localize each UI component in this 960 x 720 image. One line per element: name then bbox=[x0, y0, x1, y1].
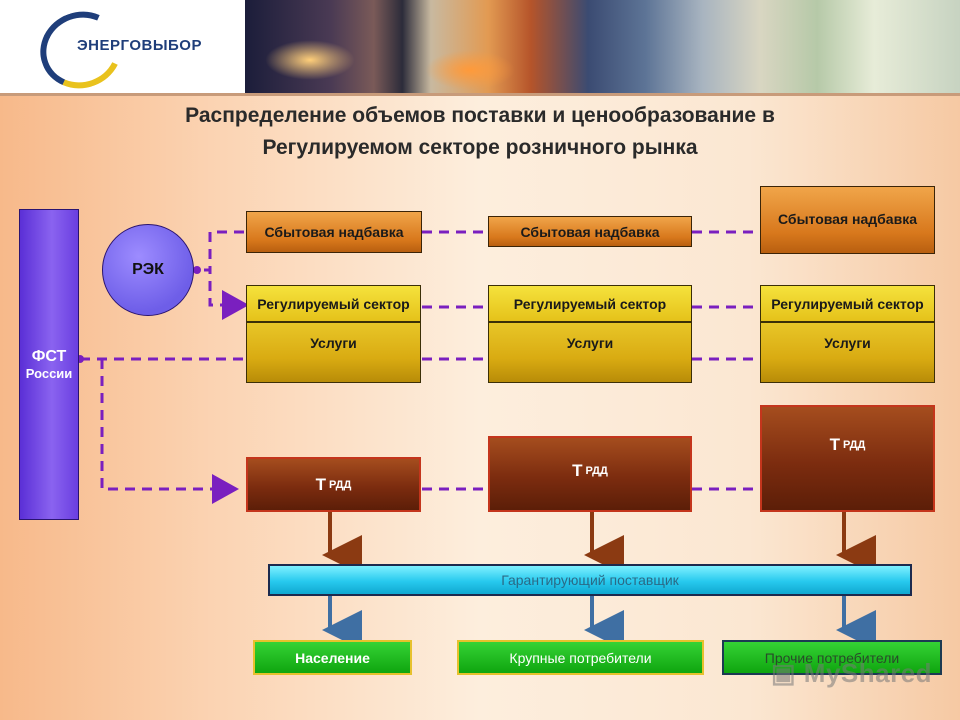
services-box-1: Услуги bbox=[246, 322, 421, 383]
regsector-box-2: Регулируемый сектор bbox=[488, 285, 692, 322]
banner-photo-collage bbox=[245, 0, 960, 93]
services-box-2: Услуги bbox=[488, 322, 692, 383]
markup-box-1: Сбытовая надбавка bbox=[246, 211, 422, 253]
rek-label: РЭК bbox=[132, 261, 164, 278]
trdd-sub-1: РДД bbox=[329, 478, 352, 491]
fst-russia-box: ФСТ России bbox=[19, 209, 79, 520]
markup-box-3: Сбытовая надбавка bbox=[760, 186, 935, 254]
consumer-other-label: Прочие потребители bbox=[764, 649, 900, 666]
watermark: ▣ MyShared bbox=[771, 658, 932, 689]
markup-label-1: Сбытовая надбавка bbox=[264, 224, 404, 240]
regsector-label-3: Регулируемый сектор bbox=[771, 295, 924, 312]
regsector-box-1: Регулируемый сектор bbox=[246, 285, 421, 322]
title-line-1: Распределение объемов поставки и ценообр… bbox=[185, 104, 775, 127]
page-title: Распределение объемов поставки и ценообр… bbox=[40, 100, 920, 164]
header-banner: ЭНЕРГОВЫБОР bbox=[0, 0, 960, 100]
logo-text: ЭНЕРГОВЫБОР bbox=[77, 37, 202, 54]
rek-connector-dot bbox=[193, 266, 201, 274]
guaranteeing-supplier-bar: Гарантирующий поставщик bbox=[268, 564, 912, 596]
fst-sublabel: России bbox=[25, 366, 73, 381]
watermark-icon: ▣ bbox=[771, 658, 804, 688]
rek-to-markup-line bbox=[204, 230, 246, 272]
consumer-large-box: Крупные потребители bbox=[457, 640, 704, 675]
banner-divider bbox=[0, 93, 960, 96]
title-line-2: Регулируемом секторе розничного рынка bbox=[262, 136, 698, 159]
services-box-3: Услуги bbox=[760, 322, 935, 383]
services-label-1: Услуги bbox=[310, 334, 357, 351]
markup-box-2: Сбытовая надбавка bbox=[488, 216, 692, 247]
trdd-main-2: Т bbox=[572, 461, 583, 480]
services-label-2: Услуги bbox=[566, 334, 614, 351]
fst-to-trdd-line bbox=[100, 359, 239, 504]
markup-label-3: Сбытовая надбавка bbox=[778, 211, 917, 227]
rek-circle: РЭК bbox=[102, 224, 194, 316]
trdd-main-3: Т bbox=[829, 434, 841, 454]
trdd-sub-2: РДД bbox=[585, 465, 608, 477]
services-label-3: Услуги bbox=[824, 334, 871, 351]
watermark-text: MyShared bbox=[803, 658, 933, 688]
rek-to-regsector-line bbox=[204, 268, 249, 320]
guaranteeing-supplier-label: Гарантирующий поставщик bbox=[501, 572, 679, 588]
trdd-sub-3: РДД bbox=[843, 438, 866, 451]
regsector-label-1: Регулируемый сектор bbox=[257, 295, 410, 312]
consumer-large-label: Крупные потребители bbox=[509, 649, 652, 666]
markup-label-2: Сбытовая надбавка bbox=[520, 223, 660, 240]
consumer-population-label: Население bbox=[295, 649, 370, 666]
consumer-other-box: Прочие потребители bbox=[722, 640, 942, 675]
regsector-box-3: Регулируемый сектор bbox=[760, 285, 935, 322]
trdd-main-1: Т bbox=[315, 474, 327, 494]
regsector-label-2: Регулируемый сектор bbox=[513, 295, 667, 312]
fst-label: ФСТ bbox=[31, 348, 67, 365]
consumer-population-box: Население bbox=[253, 640, 412, 675]
